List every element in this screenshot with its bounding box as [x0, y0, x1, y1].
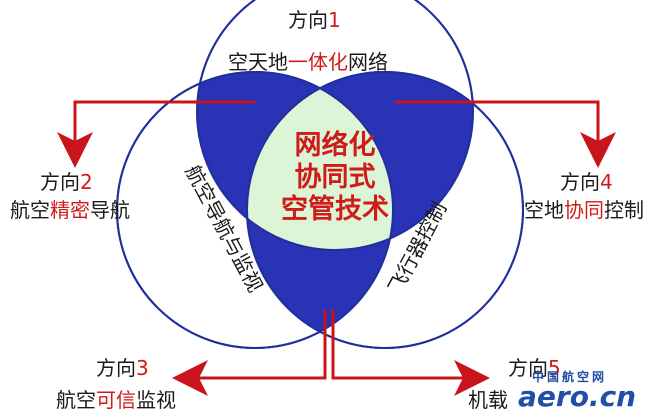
- direction-2-text-b: 导航: [90, 198, 130, 222]
- direction-5-number: 5: [548, 356, 561, 380]
- direction-5-title: 方向: [508, 356, 548, 380]
- direction-3-title: 方向: [96, 356, 136, 380]
- direction-5-text-a: 机载: [468, 388, 508, 412]
- direction-2-text-highlight: 精密: [50, 198, 90, 222]
- direction-2-desc: 航空精密导航: [10, 198, 130, 222]
- direction-1-text-a: 空天地: [228, 50, 288, 74]
- direction-4-title: 方向: [560, 170, 600, 194]
- center-label: 网络化 协同式 空管技术: [270, 130, 400, 226]
- direction-3-text-a: 航空: [56, 388, 96, 412]
- arrow-to-direction-4: [395, 100, 616, 168]
- center-line-3: 空管技术: [281, 194, 389, 225]
- direction-4-text-b: 控制: [604, 198, 644, 222]
- direction-3-number: 3: [136, 356, 149, 380]
- direction-1-text-highlight: 一体化: [288, 50, 348, 74]
- direction-2-number: 2: [80, 170, 93, 194]
- direction-2-title: 方向: [40, 170, 80, 194]
- arrow-to-direction-5: [331, 310, 490, 396]
- watermark-domain: aero.cn: [518, 380, 637, 413]
- direction-3: 方向3: [96, 356, 149, 380]
- direction-4-text-a: 空地: [524, 198, 564, 222]
- direction-3-text-b: 监视: [136, 388, 176, 412]
- direction-4-desc: 空地协同控制: [524, 198, 644, 222]
- center-line-1: 网络化: [294, 130, 376, 161]
- direction-1-title: 方向: [288, 8, 328, 32]
- direction-2-text-a: 航空: [10, 198, 50, 222]
- direction-2: 方向2: [40, 170, 93, 194]
- center-line-2: 协同式: [294, 162, 376, 193]
- direction-4-text-highlight: 协同: [564, 198, 604, 222]
- arrow-to-direction-2: [57, 100, 255, 168]
- direction-3-text-highlight: 可信: [96, 388, 136, 412]
- direction-1: 方向1: [288, 8, 341, 32]
- overlap-center: [247, 72, 393, 250]
- direction-5: 方向5: [508, 356, 561, 380]
- direction-5-desc: 机载: [468, 388, 508, 412]
- direction-1-number: 1: [328, 8, 341, 32]
- direction-4: 方向4: [560, 170, 613, 194]
- watermark-site-name: 中国航空网: [532, 370, 608, 384]
- direction-1-desc: 空天地一体化网络: [228, 50, 388, 74]
- arrow-to-direction-3: [172, 310, 327, 396]
- direction-4-number: 4: [600, 170, 613, 194]
- direction-1-text-b: 网络: [348, 50, 388, 74]
- watermark: 中国航空网 aero.cn: [512, 368, 667, 416]
- direction-3-desc: 航空可信监视: [56, 388, 176, 412]
